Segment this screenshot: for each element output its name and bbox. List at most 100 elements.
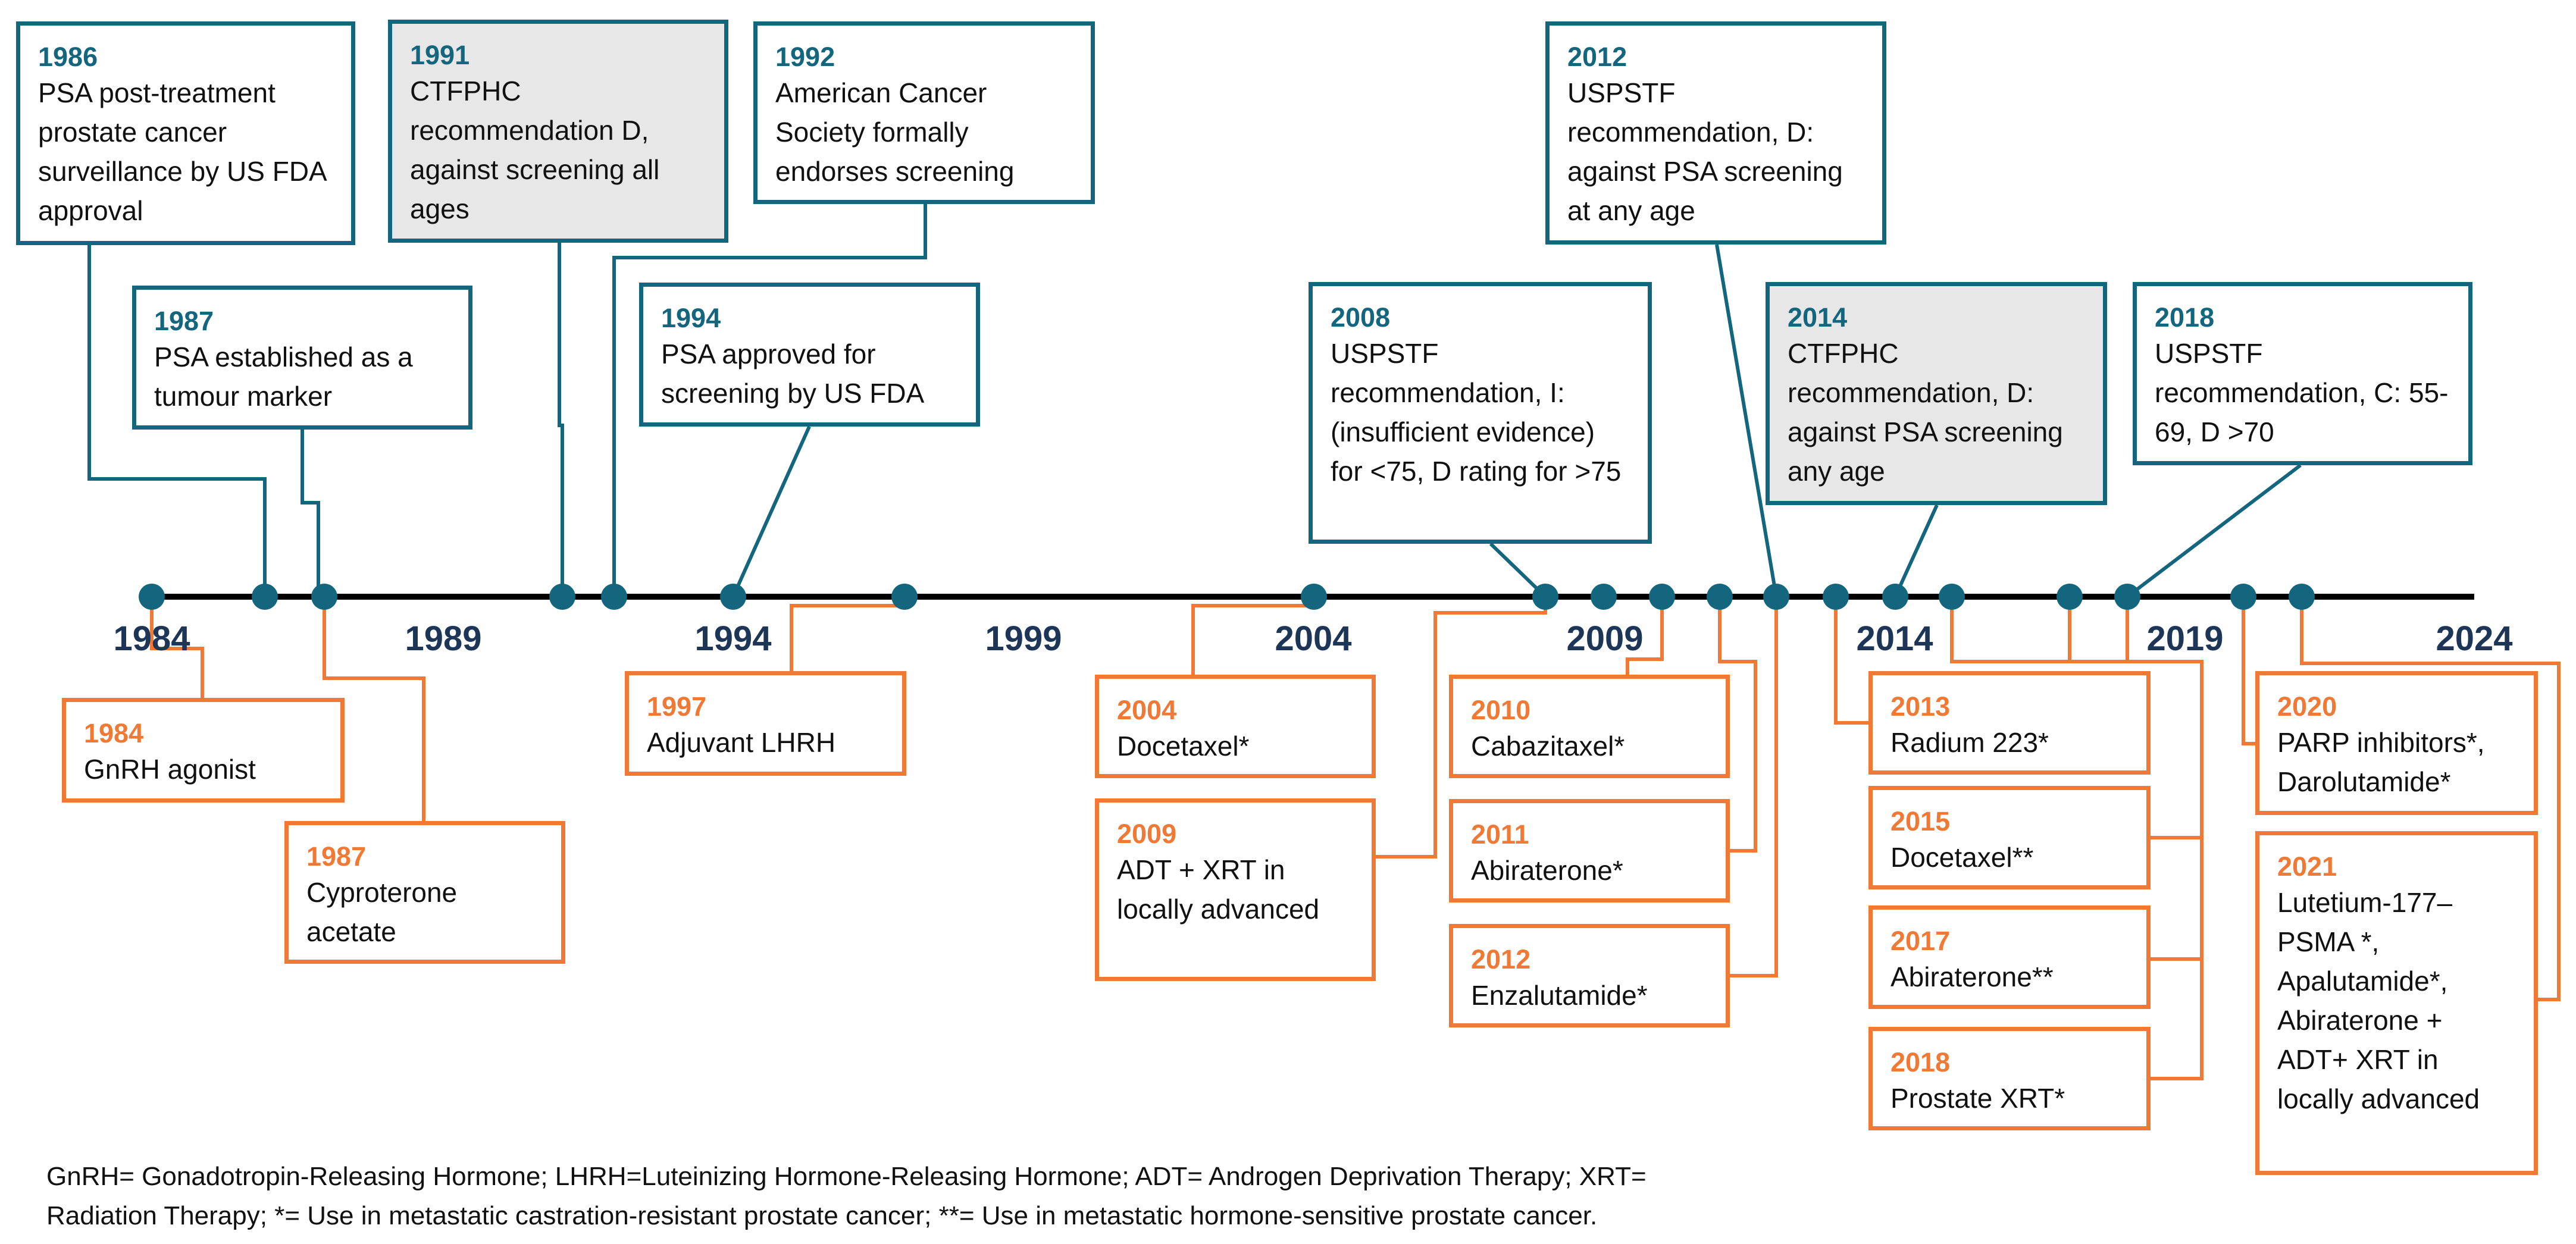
event-text: USPSTF recommendation, D: against PSA sc…	[1567, 77, 1843, 226]
event-year: 2009	[1117, 819, 1177, 849]
connector-line	[2242, 597, 2255, 745]
event-text: Docetaxel**	[1890, 842, 2034, 873]
timeline-dot	[1301, 584, 1327, 610]
event-text: CTFPHC recommendation, D: against PSA sc…	[1788, 338, 2063, 487]
event-year: 1994	[661, 303, 721, 333]
event-year: 2018	[1890, 1047, 1951, 1077]
timeline-dot	[1939, 584, 1965, 610]
timeline-dot	[1591, 584, 1617, 610]
event-year: 1992	[775, 42, 835, 72]
connector-line	[2151, 959, 2203, 1080]
event-text: PSA post-treatment prostate cancer surve…	[38, 77, 326, 226]
event-year: 1997	[647, 691, 707, 722]
event-year: 2012	[1567, 42, 1627, 72]
event-box-2014: 2014 CTFPHC recommendation, D: against P…	[1766, 282, 2107, 505]
timeline-dot	[601, 584, 627, 610]
treatment-box-2012: 2012 Enzalutamide*	[1449, 924, 1730, 1027]
timeline-dot	[720, 584, 746, 610]
event-year: 1984	[84, 718, 144, 748]
event-text: USPSTF recommendation, I: (insufficient …	[1331, 338, 1622, 487]
footnote-abbreviations: GnRH= Gonadotropin-Releasing Hormone; LH…	[46, 1162, 1647, 1230]
connector-line	[301, 430, 320, 597]
connector-line	[558, 243, 564, 597]
axis-year-label: 2004	[1275, 619, 1352, 658]
event-year: 2020	[2277, 691, 2337, 722]
event-box-1986: 1986 PSA post-treatment prostate cancer …	[16, 21, 355, 245]
connector-line	[1950, 597, 2203, 839]
axis-year-label: 2014	[1856, 619, 1933, 658]
connector-line	[323, 597, 425, 821]
connector-line	[2151, 838, 2203, 961]
timeline-dot	[1823, 584, 1849, 610]
event-box-1991: 1991 CTFPHC recommendation D, against sc…	[388, 20, 728, 243]
event-box-1994: 1994 PSA approved for screening by US FD…	[639, 283, 980, 427]
timeline-dot	[139, 584, 165, 610]
timeline-dot	[1882, 584, 1908, 610]
event-text: Abiraterone**	[1890, 961, 2054, 992]
timeline-dot	[1707, 584, 1733, 610]
timeline-dot	[891, 584, 918, 610]
event-text: American Cancer Society formally endorse…	[775, 77, 1015, 187]
treatment-box-2018: 2018 Prostate XRT*	[1868, 1027, 2151, 1130]
timeline-dot	[1649, 584, 1675, 610]
event-text: ADT + XRT in locally advanced	[1117, 854, 1320, 925]
treatment-box-1987: 1987 Cyproterone acetate	[284, 821, 565, 964]
treatment-box-2021: 2021 Lutetium-177–PSMA *, Apalutamide*, …	[2255, 831, 2538, 1175]
event-year: 2013	[1890, 691, 1951, 722]
treatment-box-1984: 1984 GnRH agonist	[62, 698, 345, 803]
event-box-2018-uspstf: 2018 USPSTF recommendation, C: 55-69, D …	[2133, 282, 2472, 465]
connector-line	[2126, 463, 2302, 599]
event-year: 2004	[1117, 695, 1177, 725]
event-year: 2012	[1471, 944, 1531, 974]
event-year: 1986	[38, 42, 98, 72]
event-year: 2017	[1890, 926, 1951, 956]
treatment-box-2009: 2009 ADT + XRT in locally advanced	[1095, 798, 1376, 981]
connector-line	[150, 597, 204, 698]
event-year: 2018	[2155, 302, 2215, 333]
connector-line	[1893, 504, 1939, 598]
event-text: USPSTF recommendation, C: 55-69, D >70	[2155, 338, 2449, 447]
timeline-dot	[1532, 584, 1558, 610]
event-year: 2011	[1471, 819, 1529, 850]
event-text: Cyproterone acetate	[306, 877, 458, 947]
event-year: 1991	[410, 40, 470, 70]
event-year: 2014	[1788, 302, 1848, 333]
event-text: Prostate XRT*	[1890, 1083, 2065, 1114]
event-text: PSA established as a tumour marker	[154, 341, 413, 412]
event-box-2008: 2008 USPSTF recommendation, I: (insuffic…	[1309, 282, 1652, 544]
event-box-2012-uspstf: 2012 USPSTF recommendation, D: against P…	[1545, 21, 1886, 245]
timeline-dot	[549, 584, 575, 610]
connector-line	[1730, 597, 1778, 977]
axis-year-label: 1989	[405, 619, 482, 658]
connector-line	[87, 245, 267, 597]
event-text: GnRH agonist	[84, 754, 256, 785]
treatment-box-2011: 2011 Abiraterone*	[1449, 799, 1730, 903]
treatment-box-2010: 2010 Cabazitaxel*	[1449, 675, 1730, 778]
axis-year-label: 1999	[985, 619, 1062, 658]
axis-year-label: 2009	[1566, 619, 1644, 658]
treatment-box-2004: 2004 Docetaxel*	[1095, 675, 1376, 778]
timeline-dot	[1763, 584, 1789, 610]
event-year: 1987	[306, 841, 367, 872]
event-text: Enzalutamide*	[1471, 980, 1648, 1011]
event-text: Cabazitaxel*	[1471, 731, 1625, 762]
connector-line	[731, 425, 811, 598]
treatment-box-1997: 1997 Adjuvant LHRH	[625, 671, 906, 776]
event-text: PARP inhibitors*, Darolutamide*	[2277, 727, 2485, 797]
event-year: 2010	[1471, 695, 1531, 725]
event-text: Abiraterone*	[1471, 855, 1623, 886]
event-box-1992: 1992 American Cancer Society formally en…	[753, 21, 1095, 204]
connector-line	[1715, 244, 1778, 597]
timeline-dot	[2114, 584, 2140, 610]
event-text: CTFPHC recommendation D, against screeni…	[410, 76, 660, 224]
timeline-dot	[2057, 584, 2083, 610]
timeline-dot	[2230, 584, 2256, 610]
timeline-dot	[2289, 584, 2315, 610]
axis-year-label: 1984	[113, 619, 190, 658]
treatment-box-2015: 2015 Docetaxel**	[1868, 786, 2151, 889]
event-text: Adjuvant LHRH	[647, 727, 836, 758]
event-box-1987-marker: 1987 PSA established as a tumour marker	[132, 286, 472, 430]
event-year: 1987	[154, 306, 214, 336]
connector-line	[612, 204, 927, 597]
